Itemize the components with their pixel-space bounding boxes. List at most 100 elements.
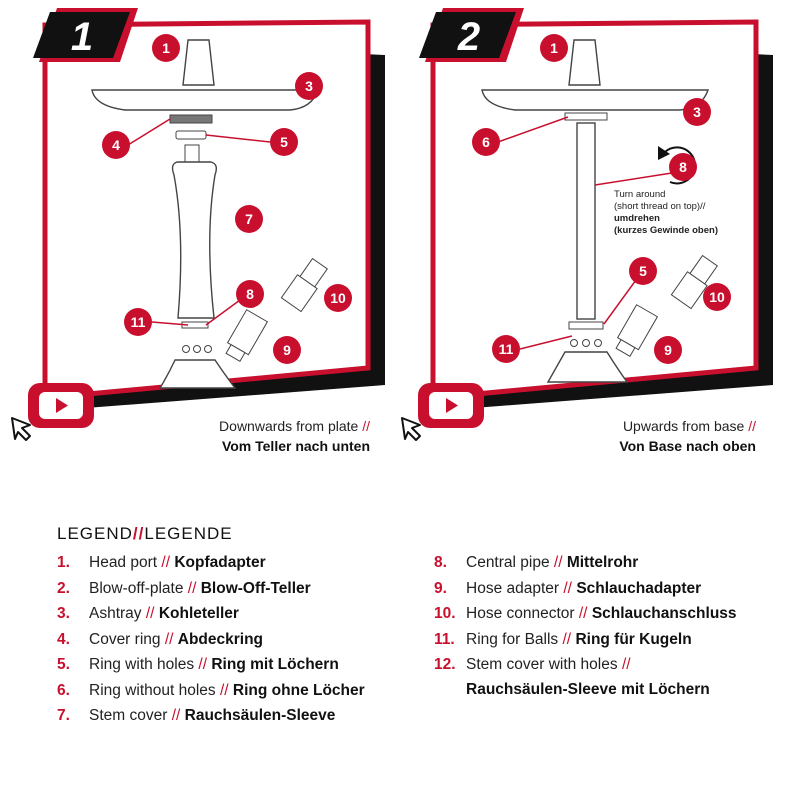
- legend-item: 6. Ring without holes // Ring ohne Löcher: [57, 682, 365, 700]
- turn-note: Turn around (short thread on top)// umdr…: [614, 189, 718, 237]
- legend-item-en: Cover ring: [89, 630, 161, 648]
- mouse-cursor-icon: [401, 417, 421, 441]
- mouse-cursor-icon: [11, 417, 31, 441]
- hose-adapter-shape: [615, 304, 659, 358]
- callout-3: 3: [693, 104, 701, 120]
- callout-11: 11: [131, 314, 146, 330]
- legend-separator: //: [562, 630, 572, 648]
- callout-11: 11: [499, 341, 514, 357]
- legend-item-en: Stem cover with holes: [466, 656, 618, 673]
- legend-item-en: Ring for Balls: [466, 630, 559, 648]
- legend-item-number: 10.: [434, 605, 456, 622]
- legend-item-number: 2.: [57, 579, 70, 597]
- youtube-play-icon[interactable]: [28, 383, 94, 428]
- legend-separator: //: [145, 605, 155, 622]
- legend-separator: //: [578, 605, 588, 622]
- legend-separator: //: [164, 630, 174, 648]
- head-port-shape: [568, 39, 601, 86]
- legend-item-number: 6.: [57, 681, 70, 699]
- callout-5: 5: [639, 263, 647, 279]
- panel-2-caption-de: Von Base nach oben: [619, 438, 756, 454]
- legend-item: 11. Ring for Balls // Ring für Kugeln: [434, 631, 692, 649]
- legend-item-en: Central pipe: [466, 554, 550, 571]
- legend-item-en: Ring without holes: [89, 681, 216, 699]
- legend-item: 10. Hose connector // Schlauchanschluss: [434, 605, 737, 623]
- legend-item-number: 12.: [434, 656, 456, 673]
- callout-5: 5: [280, 134, 288, 150]
- legend-item-en: Blow-off-plate: [89, 579, 184, 597]
- callout-3: 3: [305, 78, 313, 94]
- legend-item-number: 9.: [434, 579, 447, 597]
- legend-item-en: Hose connector: [466, 605, 575, 622]
- pipe-top-shape: [184, 144, 200, 164]
- callout-1: 1: [550, 40, 558, 56]
- panel-2-step-number: 2: [457, 15, 480, 59]
- legend-item-de: Schlauchanschluss: [591, 605, 737, 622]
- turn-note-en-1: Turn around: [614, 189, 666, 200]
- hose-adapter-shape: [225, 309, 269, 363]
- youtube-play-icon[interactable]: [418, 383, 484, 428]
- legend-item: 4.Cover ring // Abdeckring: [57, 631, 263, 649]
- panel-1-badge: [33, 12, 130, 58]
- legend-item-de: Abdeckring: [177, 630, 264, 648]
- ball-shape: [182, 345, 190, 353]
- legend-item-number: 3.: [57, 605, 70, 622]
- central-pipe-shape: [576, 122, 596, 320]
- legend-item: 5. Ring with holes // Ring mit Löchern: [57, 656, 339, 674]
- panel-2-caption-en: Upwards from base //: [622, 418, 756, 434]
- hose-connector-shape: [670, 254, 718, 310]
- legend-item-de: Rauchsäulen-Sleeve mit Löchern: [466, 681, 710, 698]
- legend-item: 12. Stem cover with holes // Rauchsäulen-S…: [434, 652, 710, 702]
- legend-item-number: 11.: [434, 630, 455, 648]
- callout-8: 8: [246, 286, 254, 302]
- legend-item-number: 1.: [57, 554, 70, 571]
- callout-1: 1: [162, 40, 170, 56]
- legend-item-number: 8.: [434, 554, 447, 571]
- head-port-shape: [182, 39, 215, 86]
- legend-separator: //: [198, 656, 208, 673]
- legend-item-en: Stem cover: [89, 707, 168, 724]
- ashtray-shape: [481, 89, 709, 111]
- panel-2: 2 1 3 6 8: [401, 8, 773, 441]
- legend-separator: //: [171, 707, 181, 724]
- callout-10: 10: [330, 290, 346, 306]
- callout-7: 7: [245, 211, 253, 227]
- base-shape: [546, 351, 629, 383]
- legend-item-number: 7.: [57, 707, 70, 724]
- callout-10: 10: [709, 289, 725, 305]
- legend-item-number: 5.: [57, 656, 70, 673]
- rotate-arrow-head-icon: [658, 146, 670, 160]
- legend-item-en: Ashtray: [89, 605, 142, 622]
- legend-item: 8. Central pipe // Mittelrohr: [434, 554, 638, 572]
- turn-note-de-1: umdrehen: [614, 213, 660, 224]
- legend-item: 7. Stem cover // Rauchsäulen-Sleeve: [57, 707, 335, 725]
- legend-item-de: Kopfadapter: [174, 554, 266, 571]
- legend-item: 3.Ashtray // Kohleteller: [57, 605, 239, 623]
- ring-with-holes-shape: [175, 130, 207, 140]
- legend-item-de: Ring für Kugeln: [575, 630, 692, 648]
- panel-2-badge: [419, 12, 516, 58]
- legend-separator: //: [621, 656, 631, 673]
- legend-item-de: Ring ohne Löcher: [232, 681, 365, 699]
- ring-with-holes-shape: [568, 321, 604, 330]
- legend-title: LEGEND//LEGENDE: [57, 524, 233, 543]
- ball-shape: [570, 339, 578, 347]
- legend-item: 1.Head port // Kopfadapter: [57, 554, 266, 572]
- legend-item-en: Hose adapter: [466, 579, 560, 597]
- legend-item-de: Rauchsäulen-Sleeve: [184, 707, 336, 724]
- legend-separator: //: [187, 579, 197, 597]
- legend-item-en: Ring with holes: [89, 656, 195, 673]
- legend-separator: //: [161, 554, 171, 571]
- legend-separator: //: [553, 554, 563, 571]
- panel-1-caption-de: Vom Teller nach unten: [221, 438, 370, 454]
- legend-separator: //: [219, 681, 229, 699]
- legend-item-de: Blow-Off-Teller: [200, 579, 311, 597]
- cover-ring-shape: [169, 114, 213, 124]
- stem-cover-shape: [171, 161, 218, 319]
- legend-item-de: Ring mit Löchern: [211, 656, 339, 673]
- turn-note-de-2: (kurzes Gewinde oben): [614, 225, 718, 236]
- callout-6: 6: [482, 134, 490, 150]
- legend-item-de: Mittelrohr: [566, 554, 639, 571]
- turn-note-en-2: (short thread on top)//: [614, 201, 706, 212]
